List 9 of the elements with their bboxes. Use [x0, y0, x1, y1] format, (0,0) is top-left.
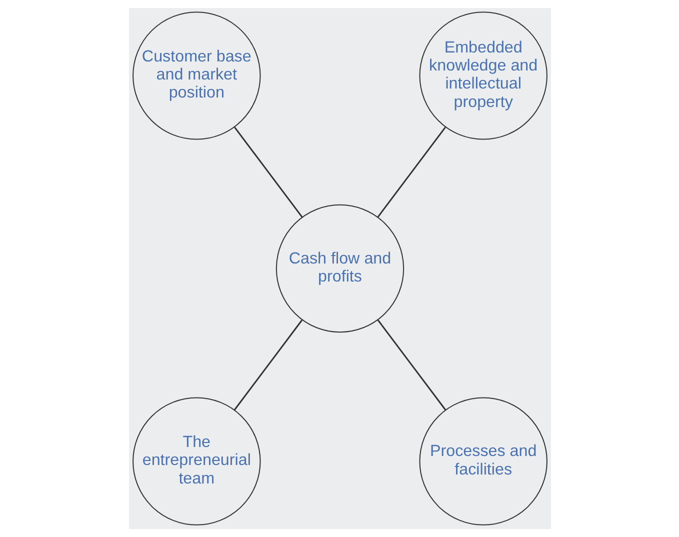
node-circle: Cash flow and profits — [275, 204, 404, 333]
node-circle: The entrepreneurial team — [132, 397, 260, 526]
connector — [233, 320, 302, 411]
node-circle: Embedded knowledge and intellectual property — [418, 12, 547, 140]
connector — [376, 320, 446, 411]
node-circle: Customer base and market position — [132, 12, 260, 140]
connector — [376, 126, 446, 218]
connector — [234, 126, 302, 218]
node-circle: Processes and facilities — [418, 397, 547, 526]
